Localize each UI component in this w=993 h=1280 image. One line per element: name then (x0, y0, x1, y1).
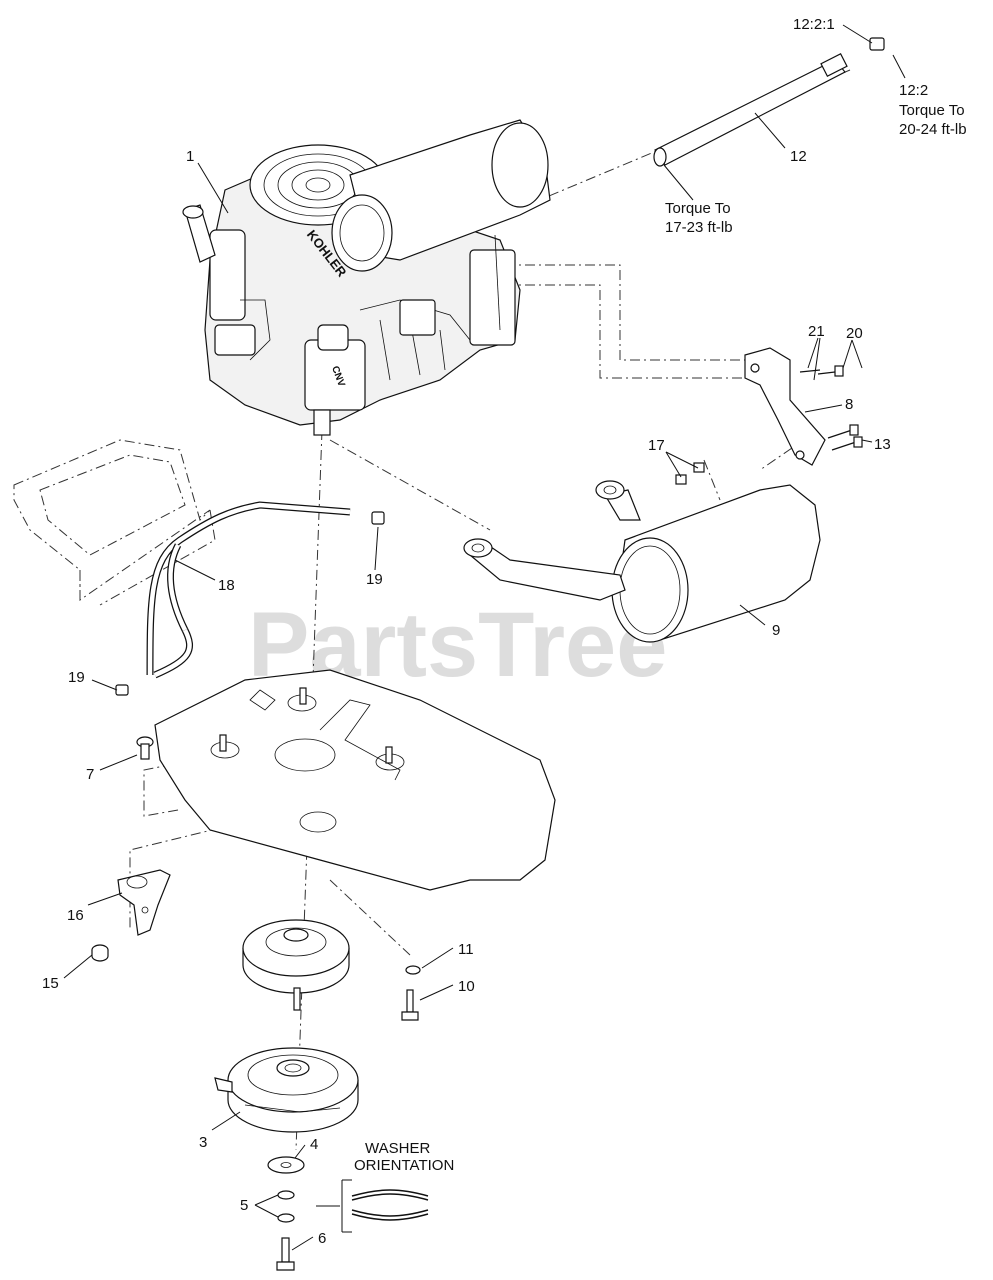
callout-8: 8 (845, 396, 853, 413)
muffler (463, 462, 821, 643)
muffler-bracket (744, 347, 826, 466)
nut-15 (91, 944, 109, 962)
callout-12-2-1: 12:2:1 (793, 16, 835, 33)
bolt-10 (401, 989, 419, 1021)
hose (115, 501, 385, 696)
callout-19-upper: 19 (366, 571, 383, 588)
brake-bracket (117, 869, 171, 936)
washers-5 (277, 1190, 295, 1223)
callout-3: 3 (199, 1134, 207, 1151)
engine (182, 119, 551, 436)
exhaust-tube (653, 37, 885, 167)
notes: Torque To 20-24 ft-lb Torque To 17-23 ft… (354, 102, 967, 1174)
washer-note-line2: ORIENTATION (354, 1157, 454, 1174)
callout-7: 7 (86, 766, 94, 783)
leader-lines (63, 24, 906, 1251)
pulley (242, 919, 350, 1011)
torque-note-a-line1: Torque To (899, 102, 965, 119)
washer-11 (405, 965, 421, 975)
callout-12: 12 (790, 148, 807, 165)
bracket-bolts (799, 365, 863, 451)
callout-16: 16 (67, 907, 84, 924)
callout-1: 1 (186, 148, 194, 165)
deck-plate (154, 669, 556, 891)
callout-11: 11 (458, 941, 474, 958)
callout-13: 13 (874, 436, 891, 453)
torque-note-a-line2: 20-24 ft-lb (899, 121, 967, 138)
bolt-6 (276, 1237, 295, 1271)
spacer-4 (267, 1156, 305, 1174)
rear-frame-bracket (13, 439, 216, 606)
callout-10: 10 (458, 978, 475, 995)
clutch (214, 1047, 359, 1133)
callout-9: 9 (772, 622, 780, 639)
torque-note-b-line2: 17-23 ft-lb (665, 219, 733, 236)
washer-note-line1: WASHER (365, 1140, 430, 1157)
torque-note-b-line1: Torque To (665, 200, 731, 217)
callout-6: 6 (318, 1230, 326, 1247)
callout-18: 18 (218, 577, 235, 594)
callout-21: 21 (808, 323, 825, 340)
callout-5: 5 (240, 1197, 248, 1214)
pin-7 (136, 736, 154, 760)
callout-17: 17 (648, 437, 665, 454)
callout-4: 4 (310, 1136, 318, 1153)
callout-15: 15 (42, 975, 59, 992)
callout-20: 20 (846, 325, 863, 342)
washer-orientation-detail (316, 1179, 429, 1233)
callout-12-2: 12:2 (899, 82, 928, 99)
callout-19-lower: 19 (68, 669, 85, 686)
callouts: 1 12:2:1 12:2 12 21 20 8 13 17 9 18 19 1… (42, 16, 928, 1247)
